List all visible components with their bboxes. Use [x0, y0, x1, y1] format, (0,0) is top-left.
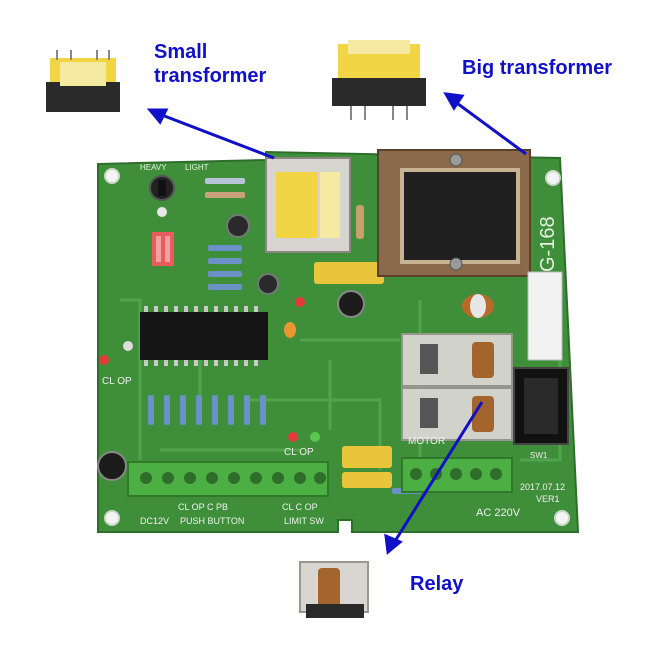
dip-switch [152, 232, 174, 266]
capacitors [97, 214, 392, 488]
model-label: G-168 [537, 216, 559, 272]
light-label: LIGHT [185, 163, 209, 172]
terminal-block-right [401, 457, 513, 493]
ac-label: AC 220V [476, 507, 521, 519]
callout-arrows [146, 92, 527, 555]
date-label: 2017.07.12 [520, 482, 565, 492]
small-transformer-label-line2: transformer [154, 65, 267, 87]
resistors [148, 178, 422, 494]
small-transformer-label-line1: Small [154, 41, 208, 63]
potentiometer [149, 175, 175, 217]
motor-label: MOTOR [408, 436, 445, 447]
terminal-top-mid-label: CL C OP [282, 502, 318, 512]
relays-on-board [401, 333, 513, 441]
version-label: VER1 [536, 494, 560, 504]
big-transformer-on-board [377, 149, 531, 277]
terminal-top-left-label: CL OP C PB [178, 502, 228, 512]
relay-inset [282, 538, 384, 644]
cl-op-label-left: CL OP [102, 376, 132, 387]
inductor-coil [462, 294, 494, 318]
small-transformer-label: Small transformer [154, 40, 266, 88]
leds [99, 297, 320, 442]
big-transformer-label: Big transformer [462, 57, 613, 79]
small-transformer-inset [8, 6, 146, 142]
cl-op-label-mid: CL OP [284, 447, 314, 458]
power-switch [513, 367, 569, 445]
dc-label: DC12V [140, 516, 169, 526]
push-button-label: PUSH BUTTON [180, 516, 244, 526]
relay-label: Relay [410, 573, 464, 595]
small-transformer-on-board [265, 157, 351, 253]
sw1-label: SW1 [530, 451, 548, 460]
limit-sw-label: LIMIT SW [284, 516, 324, 526]
big-transformer-inset [312, 16, 444, 146]
ic-chip [140, 306, 268, 366]
terminal-block-left [127, 461, 329, 497]
heavy-label: HEAVY [140, 163, 167, 172]
white-connector [527, 271, 563, 361]
